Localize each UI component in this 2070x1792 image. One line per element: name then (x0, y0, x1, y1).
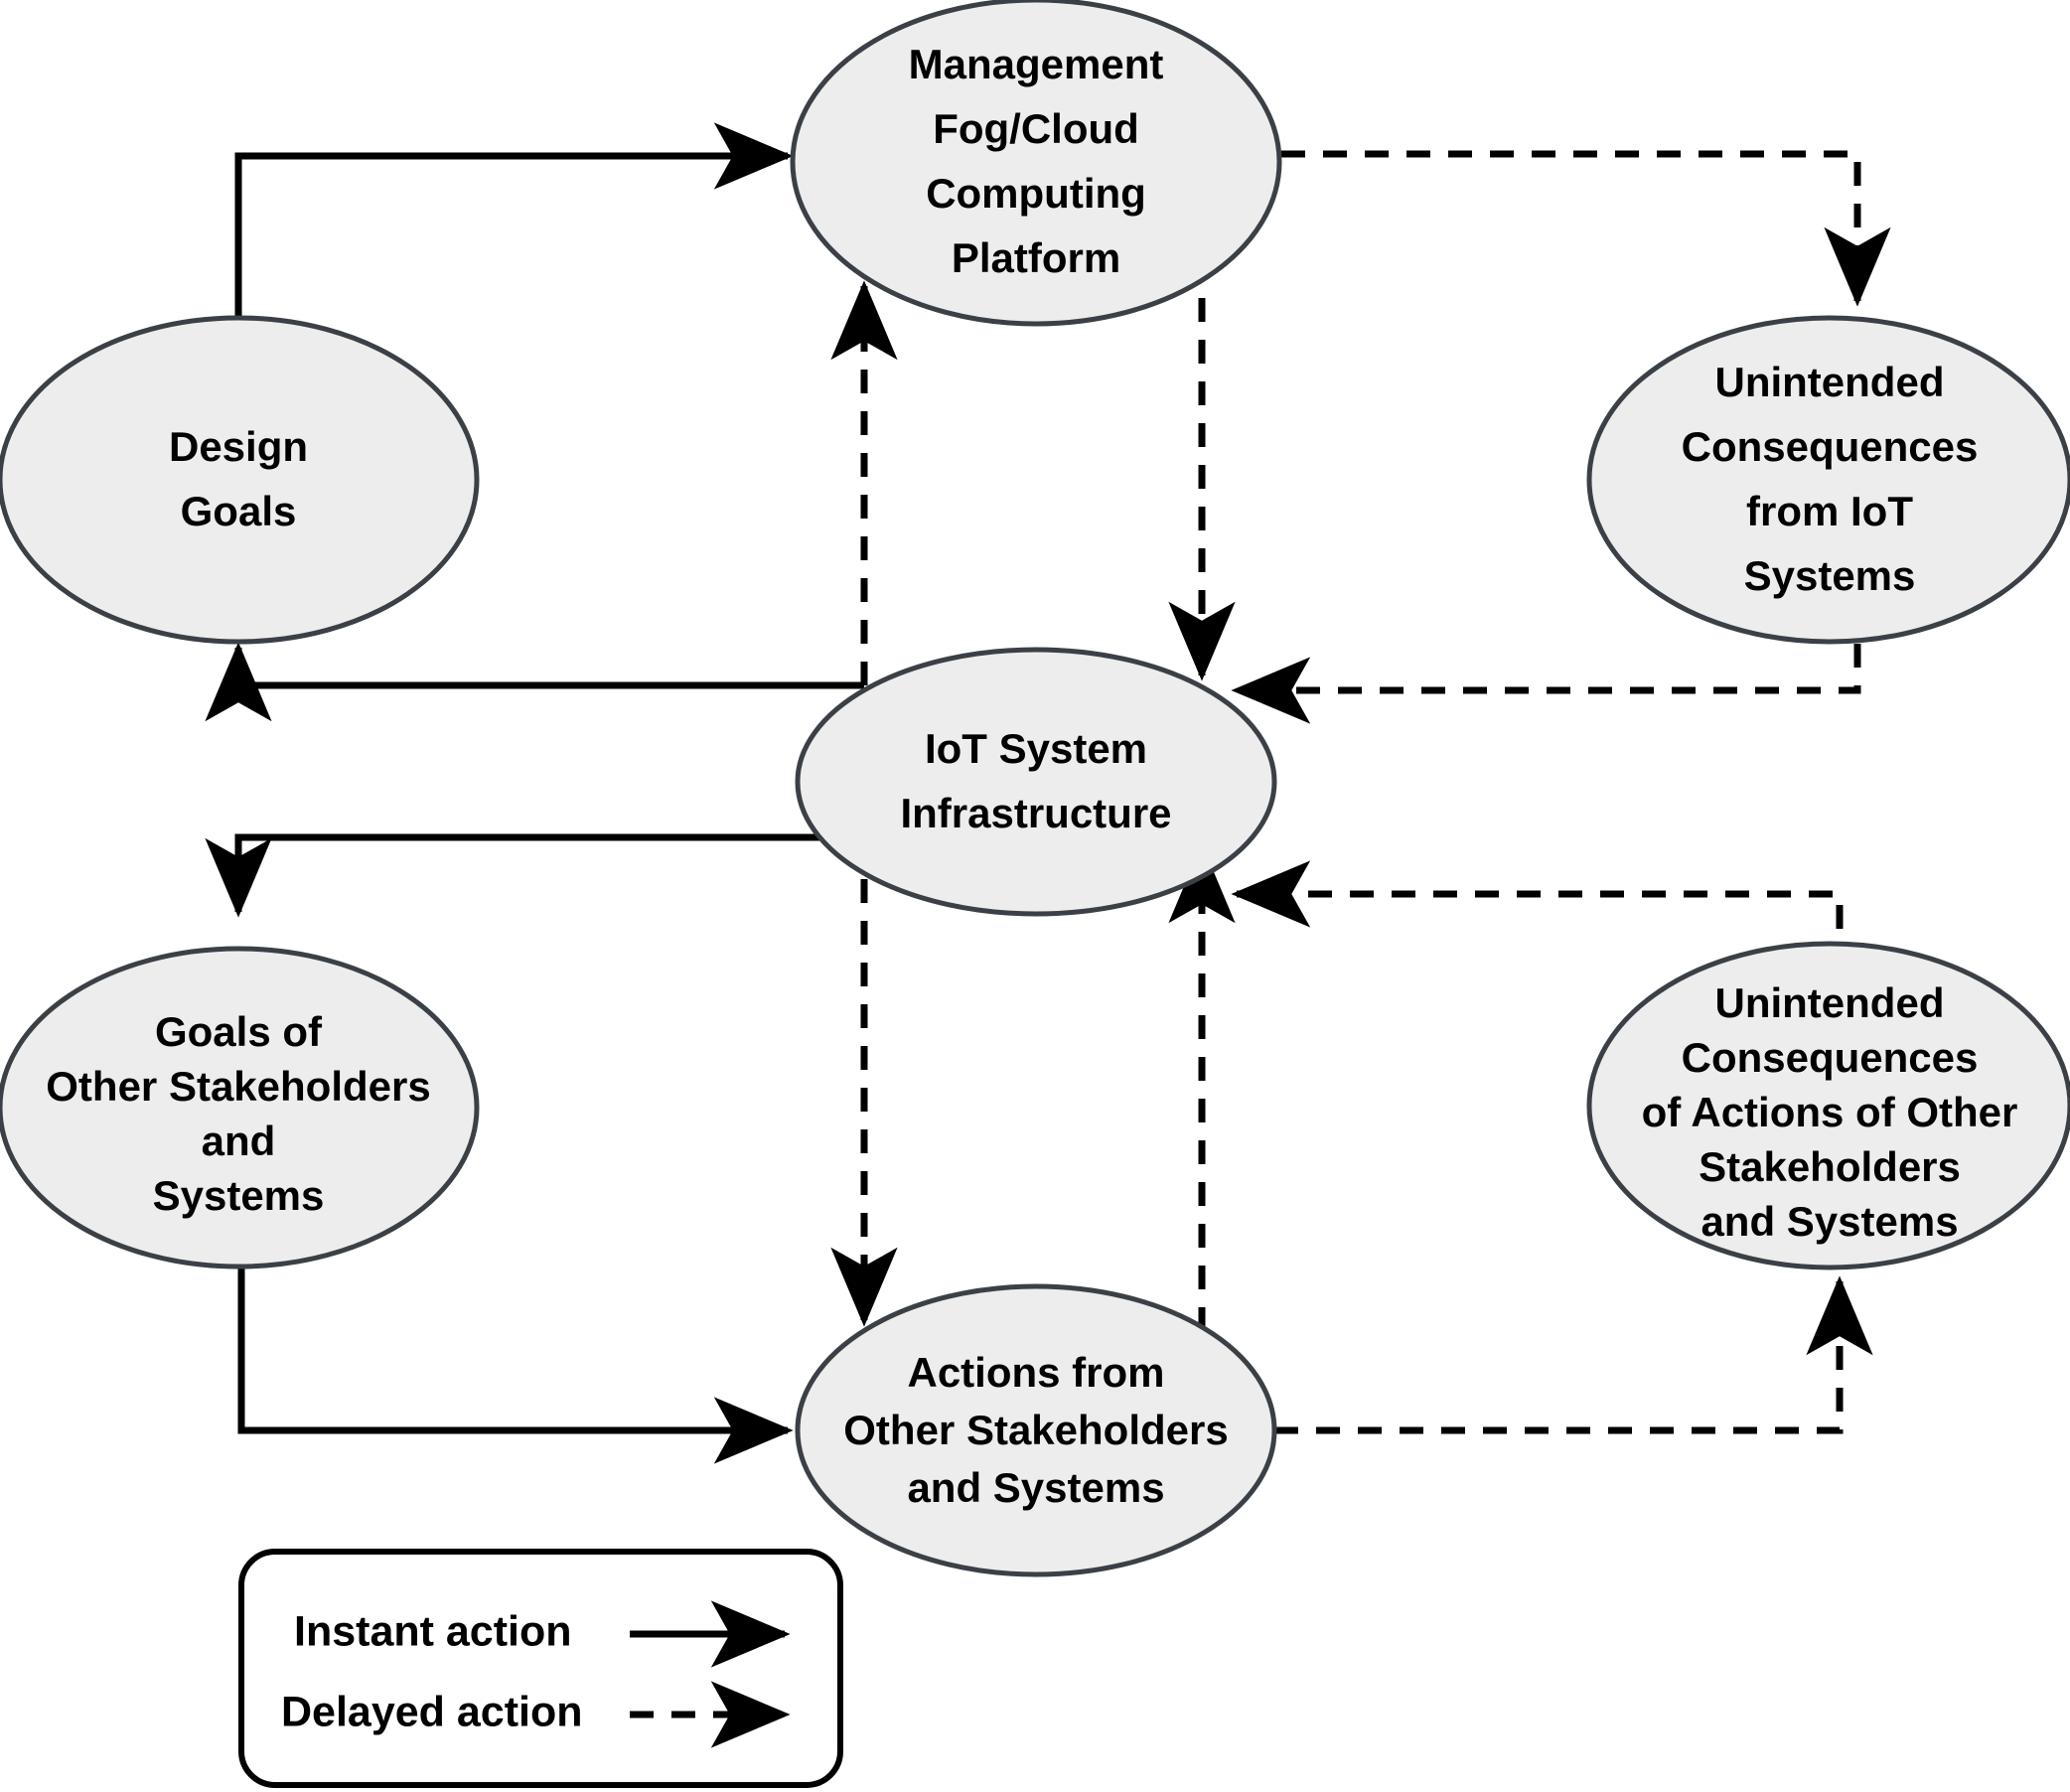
node-label-line: Fog/Cloud (933, 105, 1139, 152)
node-label-line: Other Stakeholders (843, 1407, 1228, 1453)
ellipse-shape (795, 1283, 1277, 1577)
node-label-line: Design (169, 423, 308, 470)
legend-item-instant-action: Instant action (294, 1600, 791, 1668)
node-label-line: and (202, 1118, 276, 1164)
node-goals-other-stakeholders[interactable]: Goals of Other Stakeholders and Systems (0, 946, 480, 1269)
node-label-line: Goals of (155, 1008, 323, 1055)
edge-design-goals-to-management (234, 122, 794, 320)
ellipse-shape (790, 0, 1282, 327)
node-unintended-consequences-iot[interactable]: Unintended Consequences from IoT Systems (1586, 315, 2070, 645)
node-actions-other-stakeholders[interactable]: Actions from Other Stakeholders and Syst… (795, 1283, 1277, 1577)
node-label-line: and Systems (907, 1464, 1164, 1511)
ellipse-shape (1586, 315, 2070, 645)
node-label-line: Computing (926, 170, 1146, 217)
ellipse-shape (795, 647, 1277, 917)
node-label-line: Unintended (1715, 359, 1945, 405)
node-iot-system-infrastructure[interactable]: IoT System Infrastructure (795, 647, 1277, 917)
node-label-line: Systems (153, 1172, 325, 1219)
ellipse-shape (1586, 941, 2070, 1270)
legend: Instant action Delayed action (238, 1549, 843, 1788)
edge-iot-to-design-goals (205, 642, 864, 722)
node-label-line: from IoT (1746, 488, 1913, 534)
node-label-line: Management (909, 41, 1164, 87)
edge-iot-to-goals-other-stakeholders (205, 833, 864, 918)
node-label-line: of Actions of Other (1642, 1089, 2018, 1135)
node-label-line: Unintended (1715, 979, 1945, 1026)
node-label-line: Consequences (1682, 1034, 1979, 1081)
node-unintended-consequences-actions[interactable]: Unintended Consequences of Actions of Ot… (1586, 941, 2070, 1270)
node-label-line: IoT System (925, 725, 1147, 772)
node-label-line: Goals (181, 488, 297, 534)
node-design-goals[interactable]: Design Goals (0, 315, 480, 645)
legend-item-delayed-action: Delayed action (281, 1681, 791, 1748)
node-label-line: Consequences (1682, 423, 1979, 470)
legend-label-instant-action: Instant action (294, 1607, 572, 1655)
node-management-platform[interactable]: Management Fog/Cloud Computing Platform (790, 0, 1282, 327)
ellipse-shape (0, 315, 480, 645)
ellipse-shape (0, 946, 480, 1269)
node-label-line: Platform (952, 234, 1120, 281)
legend-label-delayed-action: Delayed action (281, 1688, 583, 1735)
edge-management-to-unintended-iot (1281, 150, 1891, 307)
node-label-line: Systems (1744, 552, 1916, 599)
node-label-line: Infrastructure (900, 790, 1171, 836)
node-label-line: Other Stakeholders (46, 1063, 430, 1110)
edge-goals-other-stakeholders-to-actions (237, 1266, 794, 1464)
node-label-line: Stakeholders (1699, 1143, 1961, 1190)
node-label-line: Actions from (907, 1349, 1164, 1396)
edge-actions-to-unintended-actions (1274, 1275, 1873, 1434)
edge-unintended-iot-to-iot (1231, 644, 1861, 724)
edge-unintended-actions-to-iot (1231, 860, 1844, 929)
legend-border (238, 1549, 843, 1788)
node-label-line: and Systems (1700, 1198, 1958, 1245)
